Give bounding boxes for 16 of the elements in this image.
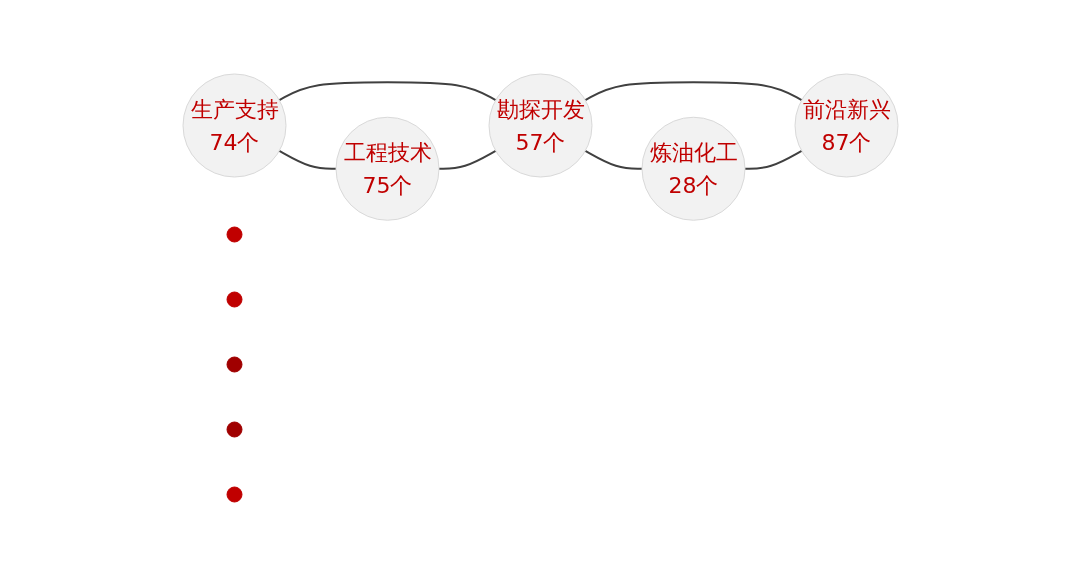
connector (437, 149, 497, 170)
node-circle (226, 486, 242, 503)
node-circle (226, 356, 242, 373)
node-circle: 炼油化工 28个 (641, 116, 745, 221)
connector (277, 81, 497, 102)
node-circle: 工程技术 75个 (335, 116, 439, 221)
node-circle: 生产支持 74个 (182, 73, 286, 178)
connector (743, 149, 803, 170)
node-circle: 勘探开发 57个 (488, 73, 592, 178)
node-circle (226, 226, 242, 243)
connector (583, 81, 803, 102)
node-circle (226, 421, 242, 438)
node-circle (226, 291, 242, 308)
node-circle: 前沿新兴 87个 (794, 73, 898, 178)
connector (583, 149, 643, 170)
connector (277, 149, 337, 170)
